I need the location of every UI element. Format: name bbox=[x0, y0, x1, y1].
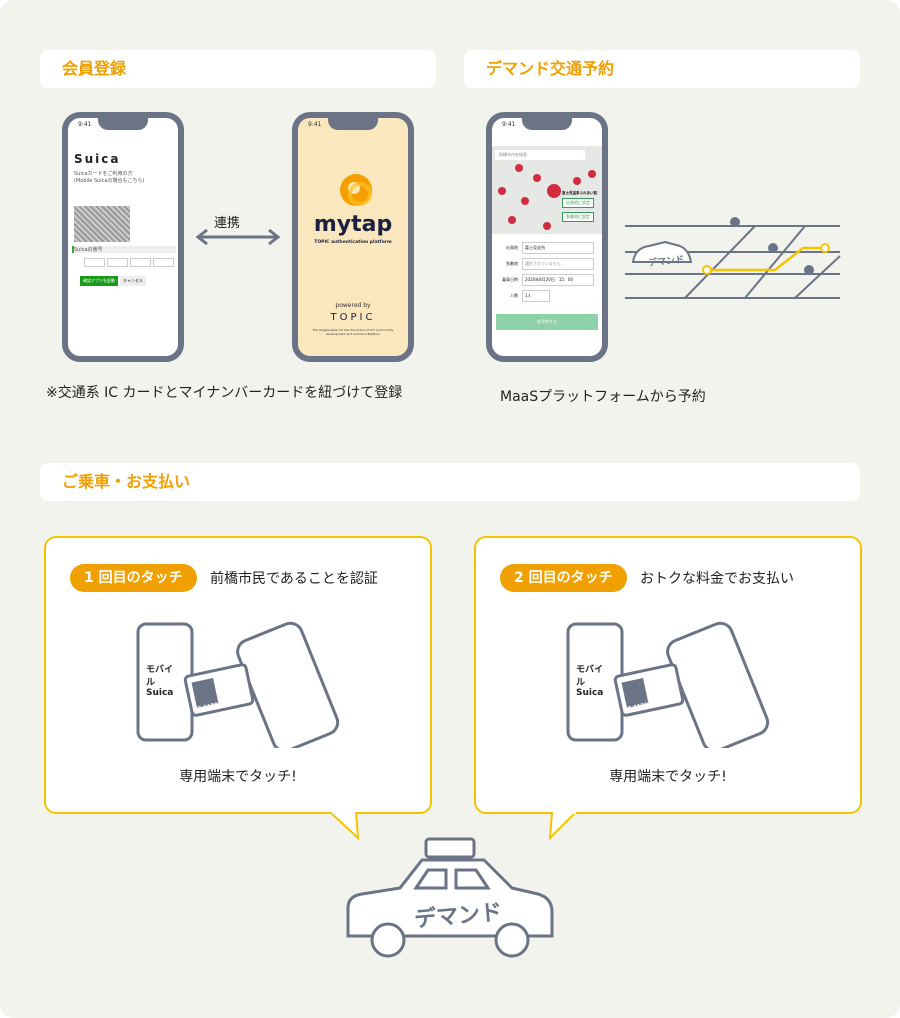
destination-select[interactable]: 選択されていません bbox=[522, 258, 594, 270]
step-description: 前橋市民であることを認証 bbox=[210, 571, 378, 587]
touch-terminal-illustration-icon bbox=[136, 621, 340, 748]
cancel-button[interactable]: キャンセル bbox=[120, 276, 146, 286]
phone-suica-screen: 9:41 Suica Suicaカードをご利用の方 (Mobile Suicaの… bbox=[62, 112, 184, 362]
touch-instruction: 専用端末でタッチ! bbox=[609, 769, 727, 785]
section-header-registration: 会員登録 bbox=[40, 50, 436, 88]
touch-step-2: 2 回目のタッチ おトクな料金でお支払い モバイルSuica IC CARD 専… bbox=[474, 536, 862, 814]
form-label: 到着地 bbox=[506, 261, 518, 266]
confirm-button[interactable]: 確認アプリを起動 bbox=[80, 276, 118, 286]
status-time: 9:41 bbox=[502, 121, 516, 128]
section-header-ride: ご乗車・お支払い bbox=[40, 463, 860, 501]
touch-instruction: 専用端末でタッチ! bbox=[179, 769, 297, 785]
topic-description: The Organization for the Promotion of IC… bbox=[312, 328, 394, 336]
phone-mytap-screen: 9:41 mytap TOPIC authentication platform… bbox=[292, 112, 414, 362]
origin-select[interactable]: 富士見支所 bbox=[522, 242, 594, 254]
bubble-tail-2 bbox=[548, 812, 577, 840]
demand-taxi-icon bbox=[346, 837, 554, 958]
mytap-logo-icon bbox=[340, 174, 372, 206]
form-label: 出発地 bbox=[506, 245, 518, 250]
form-label: 乗車日時 bbox=[502, 277, 518, 282]
suica-title: Suicaカードをご利用の方 (Mobile Suicaの場合もこちら) bbox=[74, 171, 145, 184]
set-destination-button[interactable]: 到着地に設定 bbox=[562, 212, 594, 222]
passengers-select[interactable]: 1人 bbox=[522, 290, 550, 302]
map-view[interactable]: 前橋市内を検索 富士見温泉ふれあい館 出発地に設定 到着地に設定 bbox=[492, 146, 602, 234]
touch-terminal-illustration-icon bbox=[566, 621, 770, 748]
bubble-tail-1 bbox=[329, 812, 360, 840]
status-time: 9:41 bbox=[78, 121, 92, 128]
mytap-tagline: TOPIC authentication platform bbox=[314, 240, 392, 245]
stop-name: 富士見温泉ふれあい館 bbox=[562, 191, 597, 195]
topic-logo: TOPIC bbox=[330, 312, 376, 323]
search-input[interactable]: 前橋市内を検索 bbox=[495, 150, 585, 160]
section-header-booking: デマンド交通予約 bbox=[464, 50, 860, 88]
map-pins-icon bbox=[498, 164, 596, 230]
phone-logo: モバイルSuica bbox=[576, 665, 604, 698]
card-number-inputs[interactable] bbox=[84, 258, 174, 267]
suica-logo: Suica bbox=[74, 152, 121, 166]
card-number-label: Suicaの番号 bbox=[72, 246, 176, 253]
set-origin-button[interactable]: 出発地に設定 bbox=[562, 198, 594, 208]
route-map-icon bbox=[625, 217, 841, 299]
registration-caption: ※交通系 IC カードとマイナンバーカードを紐づけて登録 bbox=[46, 385, 403, 401]
booking-form: 出発地富士見支所 到着地選択されていません 乗車日時 2020年8月20日 15：… bbox=[492, 240, 602, 304]
touch-step-1: 1 回目のタッチ 前橋市民であることを認証 モバイルSuica IC CARD … bbox=[44, 536, 432, 814]
mytap-brand: mytap bbox=[313, 212, 393, 237]
phone-logo: モバイルSuica bbox=[146, 665, 174, 698]
link-label: 連携 bbox=[214, 216, 241, 231]
reserve-button[interactable]: 仮予約する bbox=[496, 314, 598, 330]
datetime-select[interactable]: 2020年8月20日 15：00 bbox=[522, 274, 594, 286]
powered-by: powered by bbox=[335, 302, 371, 309]
step-description: おトクな料金でお支払い bbox=[640, 571, 794, 587]
bidirectional-arrow-icon bbox=[195, 228, 281, 246]
booking-caption: MaaSプラットフォームから予約 bbox=[500, 389, 706, 405]
step-badge: 1 回目のタッチ bbox=[70, 564, 197, 592]
status-time: 9:41 bbox=[308, 121, 322, 128]
form-label: 人数 bbox=[510, 293, 518, 298]
step-badge: 2 回目のタッチ bbox=[500, 564, 627, 592]
card-image bbox=[74, 206, 130, 242]
phone-booking-screen: 9:41 前橋市内を検索 富士見温泉ふれあい館 出発地に設定 到着地に設定 出発… bbox=[486, 112, 608, 362]
